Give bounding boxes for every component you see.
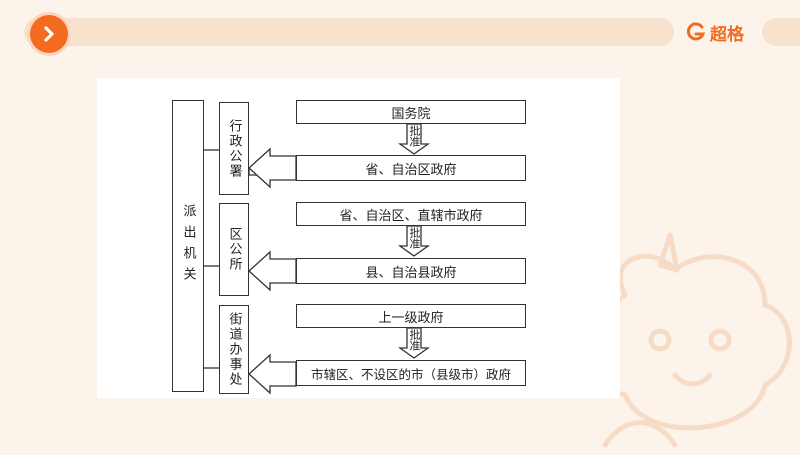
top-box-higher-government: 上一级政府 — [296, 304, 526, 328]
top-box-label: 国务院 — [391, 106, 431, 122]
diagram-connectors — [204, 123, 431, 395]
brand-name: 超格 — [710, 24, 744, 45]
next-button[interactable] — [30, 15, 68, 53]
bottom-box-label: 县、自治县政府 — [365, 265, 457, 281]
bottom-box-county: 县、自治县政府 — [296, 258, 526, 284]
office-label: 街道办事处 — [226, 312, 242, 387]
bottom-box-province: 省、自治区政府 — [296, 155, 526, 181]
office-box-administrative: 行政公署 — [219, 102, 249, 195]
office-box-subdistrict: 街道办事处 — [219, 305, 249, 394]
header-bar — [24, 18, 674, 46]
top-box-label: 省、自治区、直辖市政府 — [339, 208, 483, 224]
office-box-district: 区公所 — [219, 203, 249, 296]
dispatching-authority-label: 派出机关 — [180, 204, 196, 288]
bottom-box-label: 市辖区、不设区的市（县级市）政府 — [310, 366, 511, 382]
dispatching-authority-box: 派出机关 — [172, 100, 204, 392]
approve-label: 批准 — [408, 227, 421, 249]
chevron-right-icon — [44, 26, 54, 42]
approve-label: 批准 — [408, 329, 421, 351]
bottom-box-city-district: 市辖区、不设区的市（县级市）政府 — [296, 360, 526, 386]
brand-logo: 超格 — [686, 20, 744, 45]
brand-logo-icon — [687, 22, 706, 41]
office-label: 区公所 — [226, 227, 242, 272]
top-box-state-council: 国务院 — [296, 100, 526, 124]
top-box-label: 上一级政府 — [378, 310, 444, 326]
approve-label: 批准 — [408, 125, 421, 147]
bottom-box-label: 省、自治区政府 — [365, 162, 457, 178]
diagram-canvas: 派出机关 行政公署 区公所 街道办事处 国务院 批准 省、自治区政府 省、自治区… — [97, 78, 620, 398]
top-box-province-municipality: 省、自治区、直辖市政府 — [296, 202, 526, 226]
header-right-pill — [762, 18, 800, 46]
office-label: 行政公署 — [226, 118, 242, 179]
